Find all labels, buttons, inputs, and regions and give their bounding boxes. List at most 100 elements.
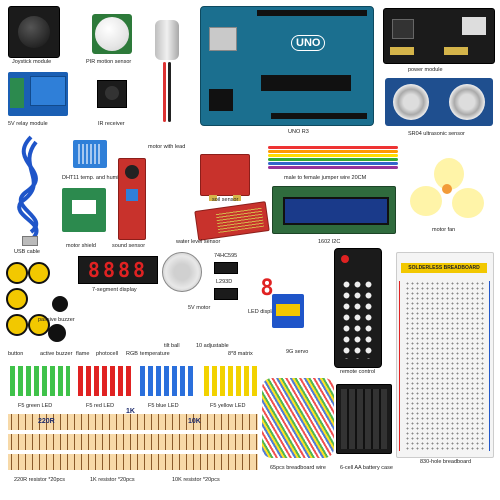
blue-leds [140, 366, 196, 396]
remote-keypad [341, 279, 375, 359]
ir-dome [105, 86, 119, 100]
band-label-220: 220R [38, 418, 55, 425]
soil-fork-left [209, 195, 217, 201]
label-yellow-led: F5 yellow LED [210, 403, 246, 409]
label-tilt: tilt ball [164, 343, 180, 349]
green-leds [10, 366, 70, 396]
soil-sensor [200, 154, 250, 201]
label-blue-led: F5 blue LED [148, 403, 179, 409]
resistor-strip-10k [8, 454, 258, 470]
label-pir: PIR motion sensor [86, 59, 132, 65]
lcd-1602 [272, 186, 396, 234]
band-label-1k: 1K [126, 408, 135, 415]
water-traces [215, 206, 265, 233]
servo-label-sticker [276, 304, 300, 316]
chip-74hc595 [214, 262, 238, 274]
sound-mic [125, 165, 139, 179]
lcd-screen [283, 197, 389, 225]
red-leds [78, 366, 134, 396]
stepper-motor [162, 252, 202, 292]
motor-fan [410, 158, 486, 224]
remote-control [334, 248, 382, 368]
chip-l293d [214, 288, 238, 300]
sr04-eye-left [393, 84, 429, 120]
label-remote: remote control [340, 369, 376, 375]
label-adjustable: 10 adjustable [196, 343, 229, 349]
label-water: water level sensor [176, 239, 221, 245]
ir-receiver [97, 80, 127, 108]
joystick-cap [18, 16, 50, 48]
power-usb [462, 17, 486, 35]
label-fan: motor fan [432, 227, 456, 233]
breadboard-brand: SOLDERLESS BREADBOARD [401, 263, 487, 273]
label-motor-shield: motor shield [66, 243, 96, 249]
shield-chip [72, 200, 96, 214]
label-servo: 9G servo [286, 349, 309, 355]
label-ir-receiver: IR receiver [98, 121, 125, 127]
header-bottom [271, 113, 367, 119]
rail-blue [489, 281, 490, 451]
label-button: button [8, 351, 24, 357]
sound-pot [126, 189, 138, 201]
fan-center [442, 184, 452, 194]
breadboard-wire-bundle [262, 378, 334, 458]
label-green-led: F5 green LED [18, 403, 53, 409]
yellow-leds [204, 366, 258, 396]
label-temperature: temperature [140, 351, 170, 357]
motor-lead-red [163, 62, 166, 122]
passive-buzzer [52, 296, 68, 312]
label-flame: flame [76, 351, 90, 357]
water-level-sensor [194, 201, 270, 241]
breadboard-holes [405, 281, 485, 451]
power-jack-module [392, 19, 414, 39]
label-power-module: power module [408, 67, 443, 73]
soil-fork-right [233, 195, 241, 201]
label-led-display: LED display [248, 309, 278, 315]
label-soil: soil sensor [212, 197, 239, 203]
label-r1k: 1K resistor *20pcs [90, 477, 135, 483]
label-motor-lead: motor with lead [148, 144, 186, 150]
label-usb: USB cable [14, 249, 40, 255]
label-passive-buzzer: passive buzzer [38, 317, 75, 323]
uno-logo: UNO [291, 35, 326, 51]
label-active-buzzer: active buzzer [40, 351, 73, 357]
label-joystick: Joystick module [12, 59, 52, 65]
servo-9g [272, 294, 304, 328]
label-uno: UNO R3 [288, 129, 309, 135]
label-battery: 6-cell AA battery case [340, 465, 393, 471]
label-sound: sound sensor [112, 243, 146, 249]
rail-red [399, 281, 400, 451]
jumper-wire-bundle [268, 144, 398, 170]
usb-cable [17, 135, 39, 239]
relay-block [30, 76, 66, 106]
relay-module [8, 72, 68, 116]
joystick-module [8, 6, 60, 58]
label-red-led: F5 red LED [86, 403, 115, 409]
battery-case [336, 384, 392, 454]
active-buzzer [48, 324, 66, 342]
battery-slots [341, 389, 387, 449]
resistor-strip-220 [8, 414, 258, 430]
pir-dome [95, 17, 129, 51]
label-dht11: DHT11 temp. and humidity [62, 175, 128, 181]
relay-terminal [10, 78, 24, 108]
dht11-sensor [73, 140, 107, 168]
band-label-10k: 10K [188, 418, 201, 425]
usb-plug [22, 236, 38, 246]
seven-segment-display: 8888 [78, 256, 158, 284]
header-top [257, 10, 367, 16]
label-stepper: 5V motor [188, 305, 211, 311]
power-jack [209, 89, 233, 111]
label-lcd: 1602 I2C [318, 239, 341, 245]
label-jumper: male to female jumper wire 20CM [284, 175, 367, 181]
label-sr04: SR04 ultrasonic sensor [408, 131, 465, 137]
label-relay: 5V relay module [8, 121, 48, 127]
microcontroller-chip [261, 75, 351, 91]
label-breadboard: 830-hole breadboard [420, 459, 472, 465]
dht11-grid [78, 144, 102, 164]
sr04-ultrasonic [385, 78, 493, 126]
breadboard-830: SOLDERLESS BREADBOARD [396, 252, 494, 458]
sr04-eye-right [449, 84, 485, 120]
push-buttons [6, 262, 50, 342]
label-seven-segment: 7-segment display [92, 287, 137, 293]
